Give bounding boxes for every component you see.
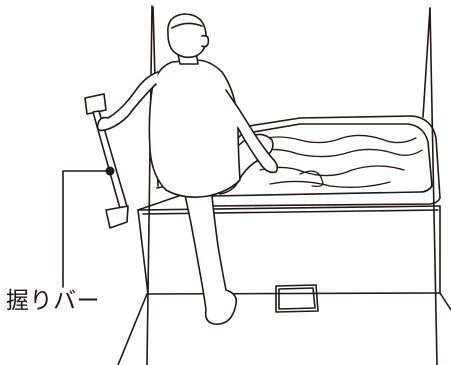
callout-leader [63,167,115,288]
person-ear [202,36,208,47]
drain-cover [276,285,318,312]
callout-label-grab-bar: 握りバー [6,287,100,315]
water-ripple [260,166,404,176]
water-ripple [270,181,390,187]
tub-apron-top [143,210,438,214]
tub-apron-left [138,210,148,294]
tub-front-top [138,206,440,210]
tub-apron-bottom [148,293,440,294]
callout-line [63,171,110,287]
left-wall-edge [147,6,152,365]
floor-left [118,294,147,365]
person-head [168,14,206,57]
back-wall-corner-right [423,8,430,117]
person [98,14,278,324]
floor-right [440,293,451,310]
drain-cover-inner [279,288,315,309]
water-ripple [250,149,422,156]
grab-bar-base [106,206,128,228]
water-ripple [258,135,416,142]
person-torso [149,60,240,197]
person-standing-leg [184,190,236,324]
